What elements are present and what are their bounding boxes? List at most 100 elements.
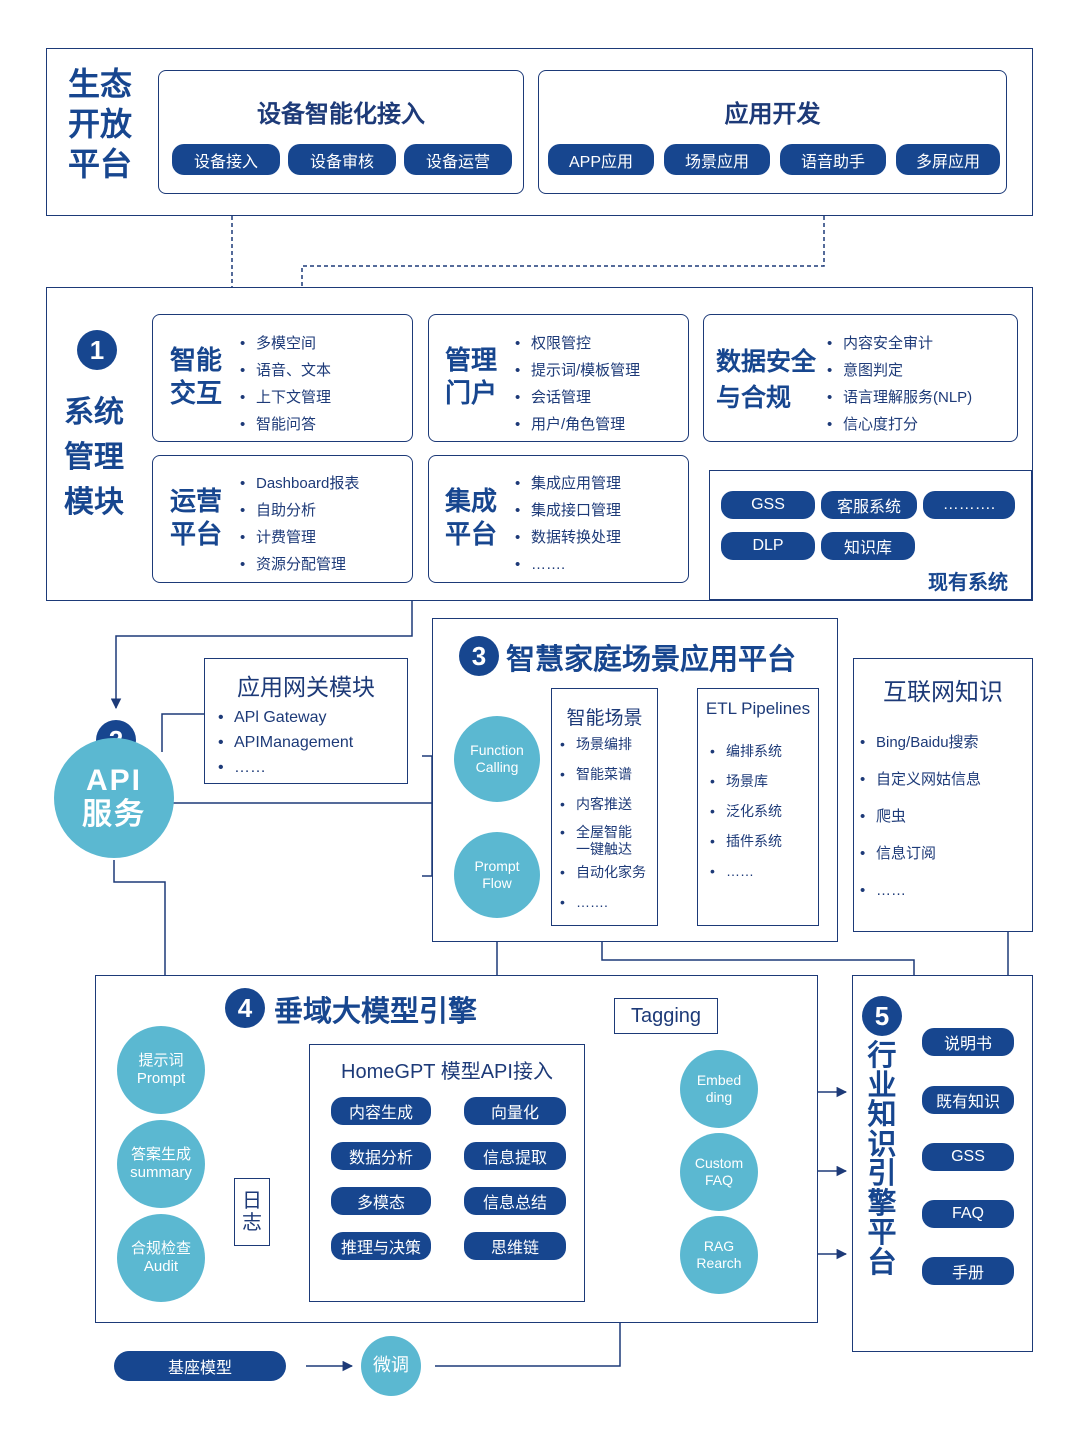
scene-application-button[interactable]: 场景应用 [664, 144, 770, 175]
list-item: APIManagement [216, 730, 353, 755]
dlp-system-button[interactable]: DLP [721, 532, 815, 560]
list-item: 内容安全审计 [825, 330, 972, 357]
list-item: 插件系统 [708, 826, 782, 856]
handbook-button[interactable]: 手册 [922, 1257, 1014, 1285]
list-item: …… [708, 856, 782, 886]
multimodal-button[interactable]: 多模态 [331, 1187, 431, 1215]
app-gateway-title: 应用网关模块 [237, 674, 375, 700]
list-item: 信息订阅 [858, 835, 981, 872]
customer-service-system-button[interactable]: 客服系统 [821, 491, 917, 519]
faq-button[interactable]: FAQ [922, 1200, 1014, 1228]
homegpt-title: HomeGPT 模型API接入 [341, 1061, 553, 1083]
rag-search-circle[interactable]: RAG Rearch [680, 1216, 758, 1294]
list-item: Dashboard报表 [238, 470, 359, 497]
data-security-title: 数据安全 与合规 [716, 348, 817, 413]
api-service-circle[interactable]: API 服务 [54, 738, 174, 858]
list-item: 全屋智能 一键触达 [558, 824, 646, 858]
smart-interaction-title: 智能 交互 [170, 345, 223, 408]
list-item: 权限管控 [513, 330, 640, 357]
device-access-panel [158, 70, 524, 194]
list-item: 集成应用管理 [513, 470, 621, 497]
list-item: 资源分配管理 [238, 551, 359, 578]
smart-interaction-list: 多模空间 语音、文本 上下文管理 智能问答 [238, 330, 331, 438]
ecosystem-title: 生态 开放 平台 [68, 66, 133, 182]
summary-circle[interactable]: 答案生成 summary [117, 1120, 205, 1208]
prompt-flow-circle[interactable]: Prompt Flow [454, 832, 540, 918]
list-item: 智能问答 [238, 411, 331, 438]
list-item: 数据转换处理 [513, 524, 621, 551]
existing-knowledge-button[interactable]: 既有知识 [922, 1086, 1014, 1114]
list-item: 编排系统 [708, 736, 782, 766]
vectorization-button[interactable]: 向量化 [464, 1097, 566, 1125]
device-access-title: 设备智能化接入 [257, 101, 425, 128]
more-systems-button[interactable]: ………. [923, 491, 1015, 519]
device-access-button[interactable]: 设备接入 [172, 144, 280, 175]
manual-button[interactable]: 说明书 [922, 1028, 1014, 1056]
reasoning-decision-button[interactable]: 推理与决策 [331, 1232, 431, 1260]
app-dev-title: 应用开发 [724, 101, 821, 128]
custom-faq-circle[interactable]: Custom FAQ [680, 1133, 758, 1211]
voice-assistant-button[interactable]: 语音助手 [780, 144, 886, 175]
list-item: 自动化家务 [558, 862, 646, 882]
log-box: 日 志 [234, 1178, 270, 1246]
management-portal-title: 管理 门户 [445, 345, 498, 408]
list-item: 集成接口管理 [513, 497, 621, 524]
list-item: 计费管理 [238, 524, 359, 551]
internet-knowledge-list: Bing/Baidu搜索 自定义网姑信息 爬虫 信息订阅 …… [858, 724, 981, 909]
existing-systems-title: 现有系统 [928, 572, 1008, 594]
base-model-button[interactable]: 基座模型 [114, 1351, 286, 1381]
integration-platform-title: 集成 平台 [445, 486, 498, 549]
knowledge-base-button[interactable]: 知识库 [821, 532, 915, 560]
gss-system-button[interactable]: GSS [721, 491, 815, 519]
gss-knowledge-button[interactable]: GSS [922, 1143, 1014, 1171]
device-review-button[interactable]: 设备审核 [288, 144, 396, 175]
app-gateway-list: APl Gateway APIManagement …… [216, 705, 353, 780]
list-item: ……. [513, 551, 621, 578]
embedding-circle[interactable]: Embed ding [680, 1050, 758, 1128]
chain-of-thought-button[interactable]: 思维链 [464, 1232, 566, 1260]
list-item: 用户/角色管理 [513, 411, 640, 438]
section-number-3: 3 [459, 636, 499, 676]
device-operation-button[interactable]: 设备运营 [404, 144, 512, 175]
list-item: …… [858, 872, 981, 909]
internet-knowledge-title: 互联网知识 [883, 679, 1003, 706]
list-item: 自助分析 [238, 497, 359, 524]
multiscreen-application-button[interactable]: 多屏应用 [896, 144, 1000, 175]
content-generation-button[interactable]: 内容生成 [331, 1097, 431, 1125]
section-number-5: 5 [862, 996, 902, 1036]
list-item: 语音、文本 [238, 357, 331, 384]
section-number-4: 4 [225, 988, 265, 1028]
section-number-1: 1 [77, 330, 117, 370]
smart-scenes-title: 智能场景 [566, 708, 643, 729]
list-item: 智能菜谱 [558, 764, 646, 784]
prompt-circle[interactable]: 提示词 Prompt [117, 1026, 205, 1114]
list-item: …… [216, 755, 353, 780]
list-item: 提示词/模板管理 [513, 357, 640, 384]
info-extraction-button[interactable]: 信息提取 [464, 1142, 566, 1170]
list-item: 场景库 [708, 766, 782, 796]
list-item: APl Gateway [216, 705, 353, 730]
industry-knowledge-title: 行 业 知 识 引 擎 平 台 [867, 1040, 897, 1280]
list-item: Bing/Baidu搜索 [858, 724, 981, 761]
app-dev-panel [538, 70, 1007, 194]
data-analysis-button[interactable]: 数据分析 [331, 1142, 431, 1170]
function-calling-circle[interactable]: Function Calling [454, 716, 540, 802]
list-item: 场景编排 [558, 734, 646, 754]
tagging-label[interactable]: Tagging [614, 998, 718, 1034]
finetune-circle[interactable]: 微调 [361, 1336, 421, 1396]
app-application-button[interactable]: APP应用 [548, 144, 654, 175]
list-item: 内客推送 [558, 794, 646, 814]
list-item: 爬虫 [858, 798, 981, 835]
etl-pipelines-title: ETL Pipelines [705, 699, 811, 718]
operation-platform-title: 运营 平台 [170, 486, 223, 549]
list-item: 自定义网姑信息 [858, 761, 981, 798]
list-item: ……. [558, 892, 646, 912]
audit-circle[interactable]: 合规检查 Audit [117, 1214, 205, 1302]
system-module-title: 系统 管理 模块 [64, 396, 124, 519]
smart-scenes-list: 场景编排 智能菜谱 内客推送 全屋智能 一键触达 自动化家务 ……. [558, 734, 646, 912]
list-item: 会话管理 [513, 384, 640, 411]
info-summary-button[interactable]: 信息总结 [464, 1187, 566, 1215]
data-security-list: 内容安全审计 意图判定 语言理解服务(NLP) 信心度打分 [825, 330, 972, 438]
llm-engine-title: 垂域大模型引擎 [274, 996, 478, 1028]
management-portal-list: 权限管控 提示词/模板管理 会话管理 用户/角色管理 [513, 330, 640, 438]
